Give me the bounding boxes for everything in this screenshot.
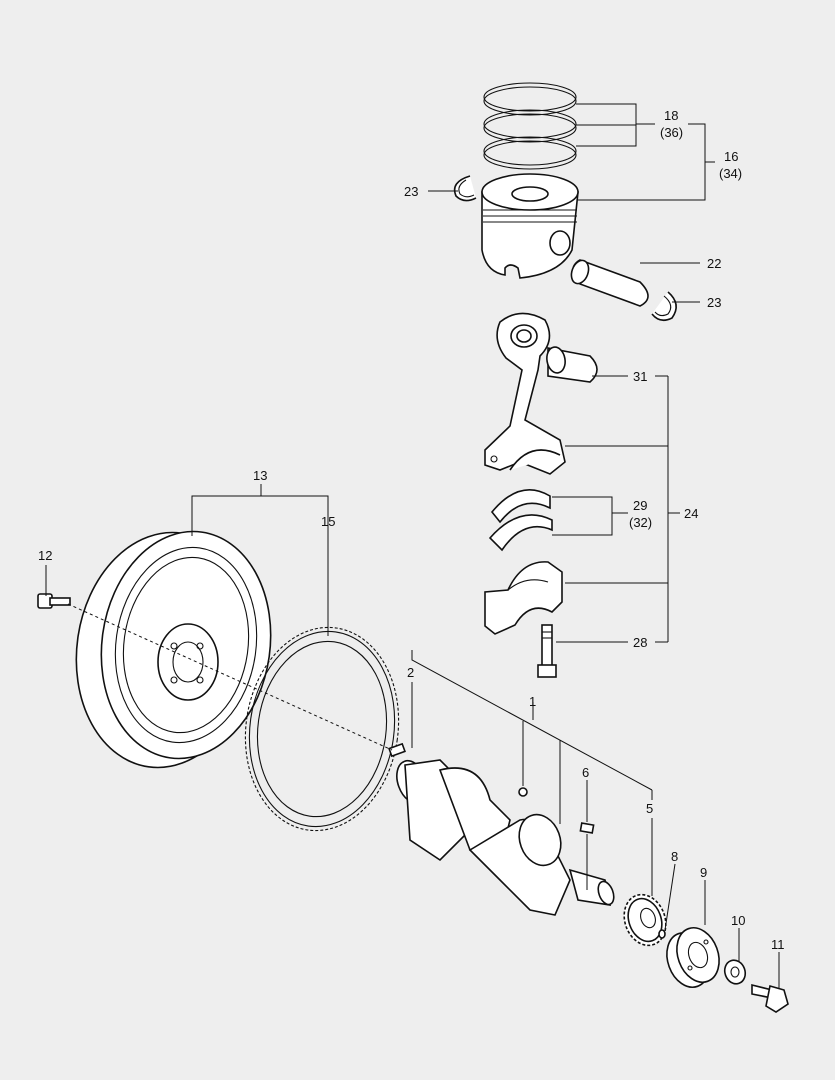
- gear-pin: [658, 929, 666, 939]
- leader-lines: [45, 103, 780, 988]
- callout-9: 9: [700, 865, 707, 880]
- flywheel: [75, 530, 272, 769]
- callout-16: 16: [724, 149, 738, 164]
- callout-18-alt: (36): [660, 125, 683, 140]
- callout-18: 18: [664, 108, 678, 123]
- bearing-shell-lower: [488, 514, 553, 552]
- callout-29-alt: (32): [629, 515, 652, 530]
- pulley-bolt: [751, 983, 789, 1013]
- callout-10: 10: [731, 913, 745, 928]
- callout-11: 11: [771, 937, 785, 952]
- callout-12: 12: [38, 548, 52, 563]
- piston: [481, 173, 579, 279]
- rod-bolt: [537, 624, 557, 678]
- callout-8: 8: [671, 849, 678, 864]
- piston-pin: [570, 259, 649, 307]
- piston-rings: [483, 82, 577, 170]
- callout-28: 28: [633, 635, 647, 650]
- oil-plug: [518, 787, 528, 797]
- circlip-left: [453, 175, 477, 202]
- callout-1: 1: [529, 694, 536, 709]
- callout-23-clip-left: 23: [404, 184, 418, 199]
- crankshaft-gear: [623, 893, 667, 947]
- ring-gear: [244, 626, 400, 832]
- callout-13: 13: [253, 468, 267, 483]
- dowel-pin: [388, 742, 406, 758]
- callout-22: 22: [707, 256, 721, 271]
- bearing-shell-upper: [490, 488, 551, 524]
- bolt-axis-line: [67, 603, 393, 751]
- connecting-rod-cap: [484, 561, 563, 635]
- callout-31: 31: [633, 369, 647, 384]
- callout-16-alt: (34): [719, 166, 742, 181]
- connecting-rod: [484, 312, 566, 475]
- callout-5: 5: [646, 801, 653, 816]
- pulley: [666, 927, 720, 988]
- flywheel-bolt: [37, 593, 71, 609]
- crankshaft: [396, 759, 615, 916]
- washer: [723, 959, 747, 985]
- small-end-bushing: [546, 346, 598, 383]
- callout-23-clip-right: 23: [707, 295, 721, 310]
- callout-labels: 18 (36) 16 (34) 23 22 23 31 29 (32) 24 2…: [38, 108, 785, 952]
- woodruff-key: [579, 822, 595, 834]
- callout-15: 15: [321, 514, 335, 529]
- callout-2: 2: [407, 665, 414, 680]
- callout-24: 24: [684, 506, 698, 521]
- callout-6: 6: [582, 765, 589, 780]
- circlip-right: [651, 291, 677, 322]
- callout-29: 29: [633, 498, 647, 513]
